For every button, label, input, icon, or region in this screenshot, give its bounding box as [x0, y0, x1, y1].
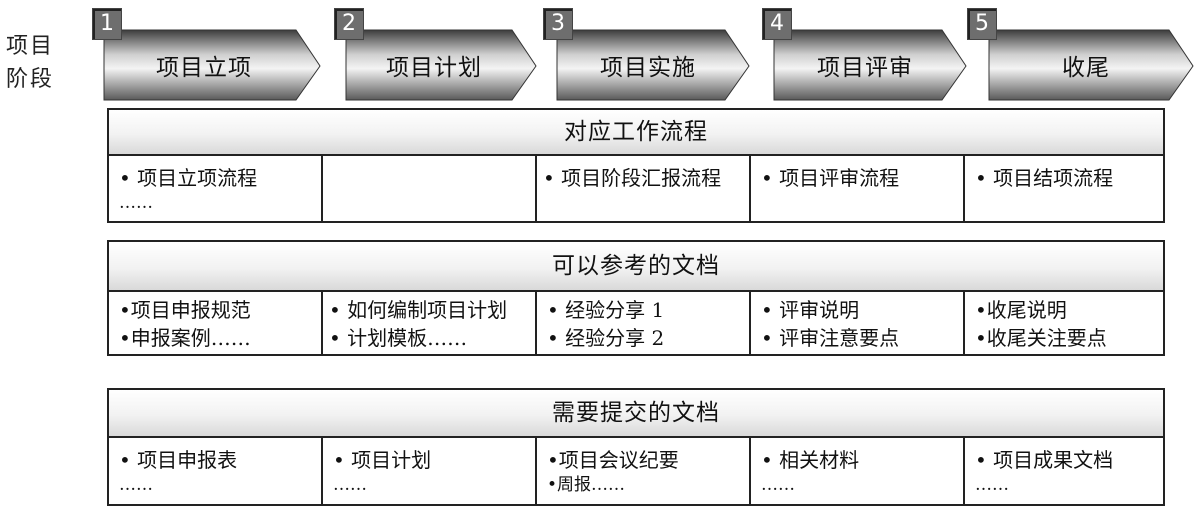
arrow-shape-icon — [103, 29, 321, 101]
stage-number-badge: 5 — [967, 8, 997, 40]
arrow-shape-icon — [556, 29, 750, 101]
cell-line: • 经验分享 2 — [547, 326, 665, 350]
section-cells: • 项目申报表 …… • 项目计划 …… •项目会议纪要 •周报…… • 相关材… — [107, 438, 1165, 506]
cell-stage-2: • 项目计划 …… — [323, 438, 537, 504]
cell-line: • 项目申报表 — [119, 448, 238, 472]
cell-stage-2 — [323, 156, 537, 221]
cell-stage-3: • 项目阶段汇报流程 — [537, 156, 751, 221]
cell-line: • 项目成果文档 — [975, 448, 1114, 472]
stage-arrow-2: 2 项目计划 — [334, 8, 538, 102]
cell-line: • 评审注意要点 — [761, 326, 900, 350]
cell-stage-3: •项目会议纪要 •周报…… — [537, 438, 751, 504]
section-submit-docs: 需要提交的文档 • 项目申报表 …… • 项目计划 …… •项目会议纪要 •周报… — [107, 388, 1165, 506]
cell-stage-5: • 项目结项流程 — [965, 156, 1163, 221]
cell-line: • 如何编制项目计划 — [329, 298, 508, 322]
arrow-shape-icon — [773, 29, 967, 101]
cell-line: • 项目评审流程 — [761, 166, 900, 190]
stage-arrow-4: 4 项目评审 — [762, 8, 968, 102]
cell-line: • 项目立项流程 — [119, 166, 258, 190]
stage-label: 项目计划 — [386, 55, 482, 81]
stage-number-badge: 1 — [92, 8, 122, 40]
cell-line: •项目申报规范 — [119, 298, 251, 322]
cell-stage-3: • 经验分享 1 • 经验分享 2 — [537, 292, 751, 354]
cell-line: •收尾关注要点 — [975, 326, 1107, 350]
cell-stage-5: •收尾说明 •收尾关注要点 — [965, 292, 1163, 354]
stage-arrow-5: 5 收尾 — [967, 8, 1195, 102]
section-cells: • 项目立项流程 …… • 项目阶段汇报流程 • 项目评审流程 • 项目结项流程 — [107, 156, 1165, 223]
cell-line: …… — [119, 193, 153, 213]
section-workflow: 对应工作流程 • 项目立项流程 …… • 项目阶段汇报流程 • 项目评审流程 •… — [107, 108, 1165, 223]
stage-label: 项目立项 — [156, 55, 252, 81]
section-cells: •项目申报规范 •申报案例…… • 如何编制项目计划 • 计划模板…… • 经验… — [107, 292, 1165, 356]
cell-line: •收尾说明 — [975, 298, 1067, 322]
arrow-shape-icon — [988, 29, 1194, 101]
stage-side-label: 项目 阶段 — [6, 30, 62, 96]
cell-stage-1: • 项目申报表 …… — [109, 438, 323, 504]
cell-line: • 计划模板…… — [329, 326, 468, 350]
cell-stage-5: • 项目成果文档 …… — [965, 438, 1163, 504]
cell-line: …… — [761, 475, 795, 495]
section-title: 对应工作流程 — [107, 108, 1165, 156]
side-label-line: 项目 — [6, 34, 55, 59]
cell-line: …… — [119, 475, 153, 495]
stage-label: 项目评审 — [817, 55, 913, 81]
section-title: 需要提交的文档 — [107, 388, 1165, 438]
side-label-line: 阶段 — [6, 67, 55, 92]
stage-number-badge: 2 — [334, 8, 364, 40]
cell-line: •周报…… — [547, 475, 626, 495]
stage-number-badge: 3 — [543, 8, 573, 40]
cell-stage-1: •项目申报规范 •申报案例…… — [109, 292, 323, 354]
cell-stage-2: • 如何编制项目计划 • 计划模板…… — [323, 292, 537, 354]
cell-line: • 经验分享 1 — [547, 298, 665, 322]
stage-arrow-3: 3 项目实施 — [543, 8, 751, 102]
cell-stage-4: • 项目评审流程 — [751, 156, 965, 221]
stage-label: 收尾 — [1062, 55, 1110, 81]
section-reference-docs: 可以参考的文档 •项目申报规范 •申报案例…… • 如何编制项目计划 • 计划模… — [107, 240, 1165, 356]
cell-line: …… — [333, 475, 367, 495]
arrow-shape-icon — [345, 29, 537, 101]
cell-line: • 评审说明 — [761, 298, 860, 322]
stage-label: 项目实施 — [600, 55, 696, 81]
cell-line: •申报案例…… — [119, 326, 251, 350]
stage-arrow-1: 1 项目立项 — [92, 8, 322, 102]
cell-line: •项目会议纪要 — [547, 448, 679, 472]
cell-stage-4: • 相关材料 …… — [751, 438, 965, 504]
cell-stage-1: • 项目立项流程 …… — [109, 156, 323, 221]
cell-line: • 项目阶段汇报流程 — [543, 166, 722, 190]
cell-line: • 项目结项流程 — [975, 166, 1114, 190]
cell-line: • 项目计划 — [333, 448, 432, 472]
section-title: 可以参考的文档 — [107, 240, 1165, 292]
cell-stage-4: • 评审说明 • 评审注意要点 — [751, 292, 965, 354]
cell-line: • 相关材料 — [761, 448, 860, 472]
cell-line: …… — [975, 475, 1009, 495]
stage-number-badge: 4 — [762, 8, 792, 40]
